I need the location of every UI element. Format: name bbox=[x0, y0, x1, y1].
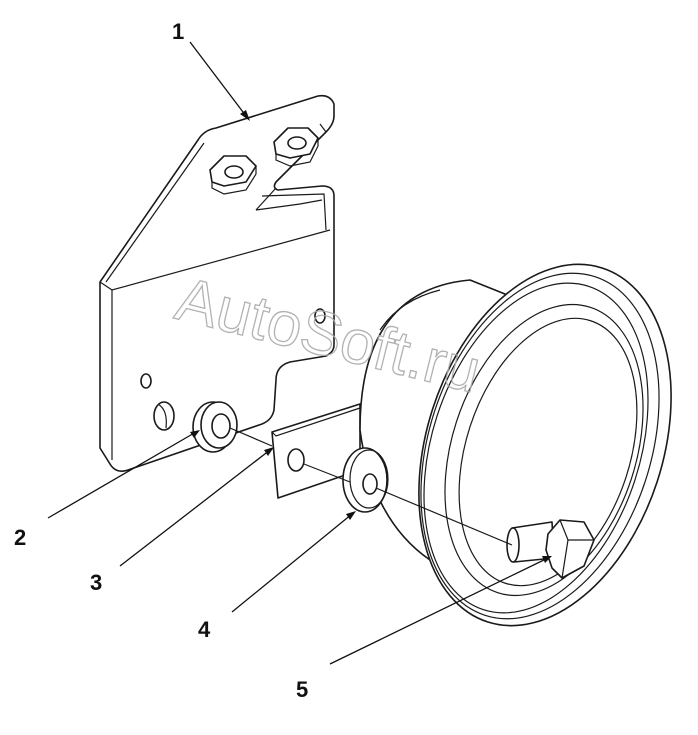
callout-3: 3 bbox=[90, 570, 102, 595]
leader-line-5 bbox=[329, 557, 549, 665]
spring-washer-part bbox=[192, 401, 238, 453]
arrowhead-5 bbox=[542, 556, 552, 563]
leader-line-3 bbox=[119, 449, 271, 567]
callout-1: 1 bbox=[172, 19, 184, 44]
arrowhead-3 bbox=[264, 447, 274, 456]
arrowhead-1 bbox=[240, 110, 250, 121]
leader-line-2 bbox=[47, 431, 197, 519]
hex-nut-right bbox=[273, 127, 319, 167]
assembly-axis-line bbox=[229, 427, 513, 546]
horn-body bbox=[359, 263, 672, 627]
hex-bolt-part bbox=[506, 519, 595, 579]
hex-nut-left bbox=[209, 155, 257, 195]
callout-5: 5 bbox=[296, 677, 308, 702]
callout-2: 2 bbox=[14, 525, 26, 550]
arrowhead-4 bbox=[346, 511, 356, 520]
bracket-hole-left bbox=[140, 373, 152, 389]
bracket-part bbox=[99, 94, 335, 472]
callout-4: 4 bbox=[198, 617, 211, 642]
flat-washer-part bbox=[342, 447, 389, 513]
leader-line-4 bbox=[231, 513, 353, 613]
bracket-mounting-hole bbox=[153, 401, 175, 431]
arrowhead-2 bbox=[190, 430, 200, 438]
leader-line-1 bbox=[189, 41, 247, 117]
bracket-hole-right bbox=[314, 308, 326, 324]
